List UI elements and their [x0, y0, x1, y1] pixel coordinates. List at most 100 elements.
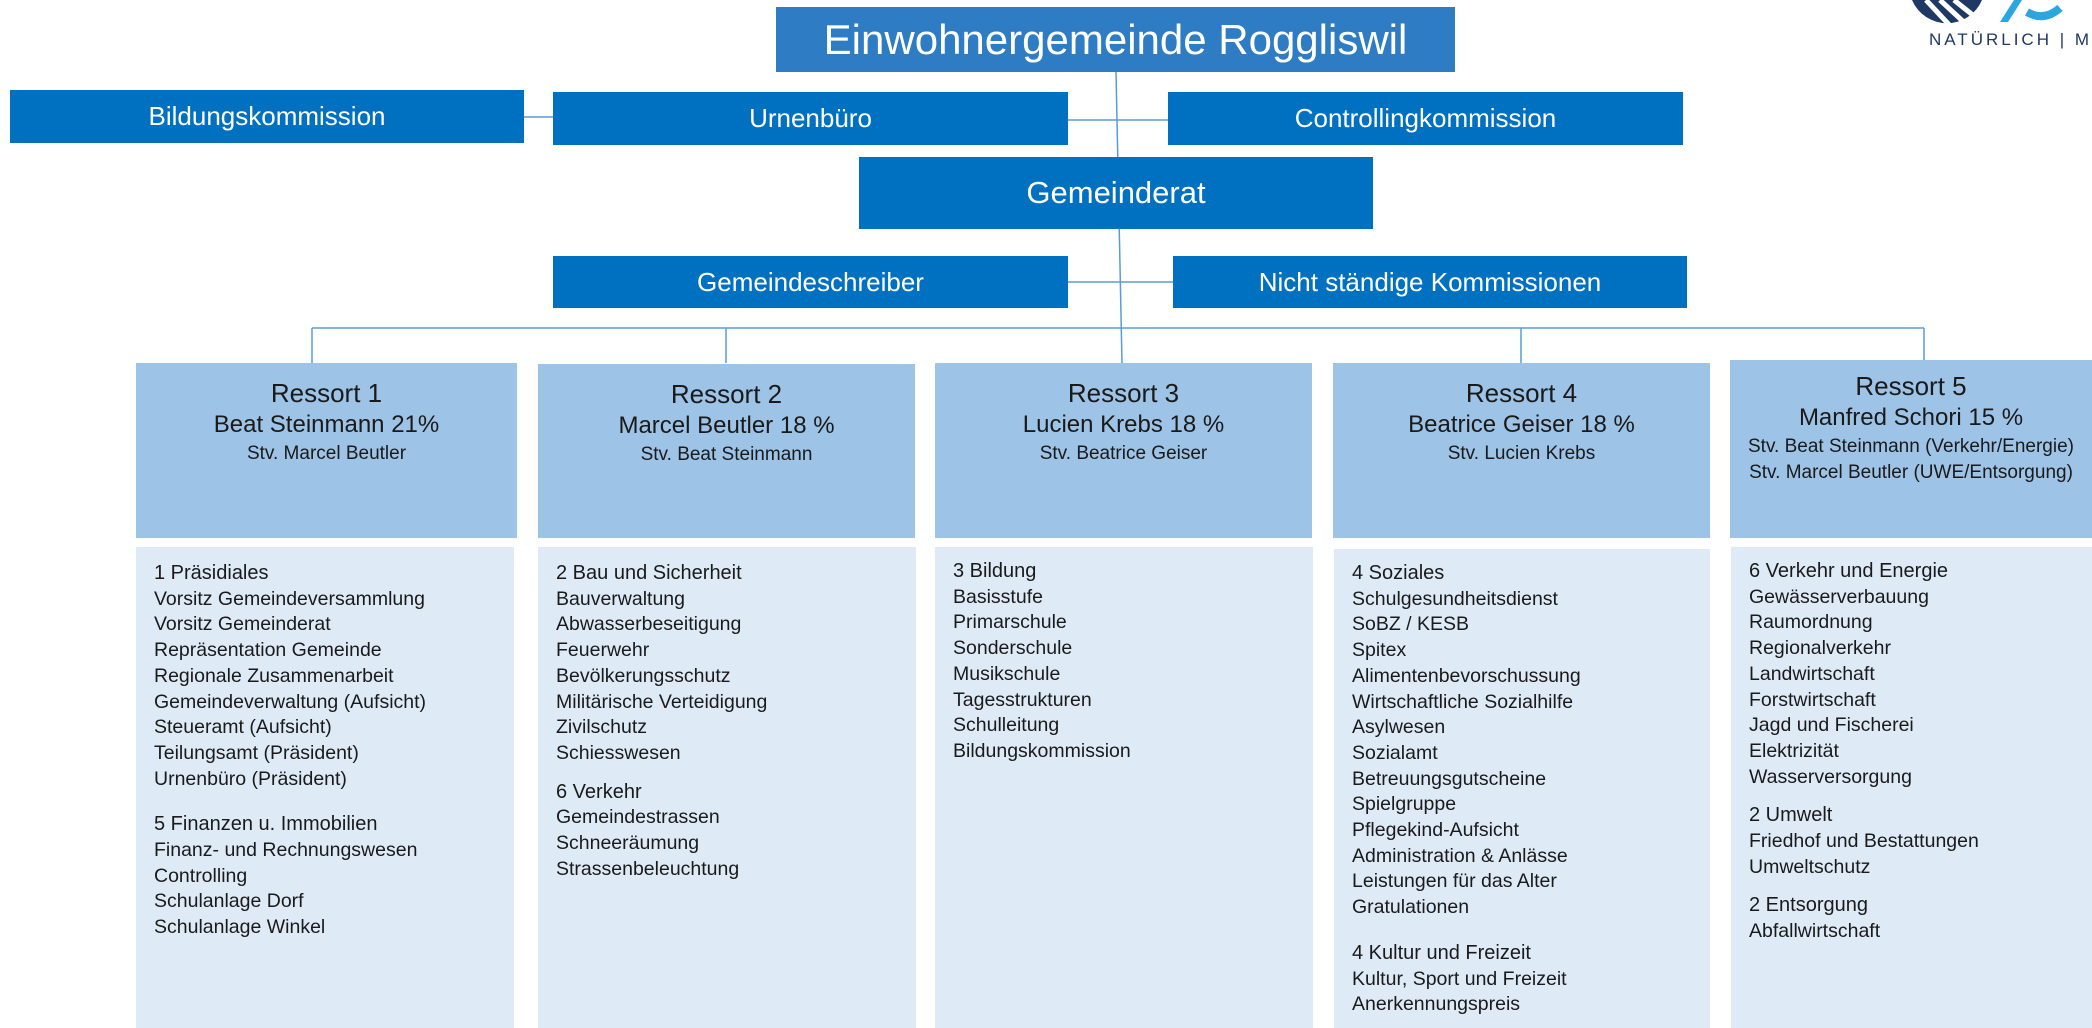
duty-item: Zivilschutz — [556, 716, 648, 739]
duty-item: Betreuungsgutscheine — [1352, 767, 1547, 790]
duty-item: Teilungsamt (Präsident) — [154, 741, 359, 764]
ressort-4-duties: 4 Soziales Schulgesundheitsdienst SoBZ /… — [1334, 549, 1710, 1028]
duty-item: SoBZ / KESB — [1352, 613, 1470, 636]
duty-item: Abfallwirtschaft — [1749, 920, 1881, 943]
nicht-staendige-kommissionen-label: Nicht ständige Kommissionen — [1258, 266, 1602, 297]
ressort-deputy: Stv. Beat Steinmann — [640, 444, 813, 465]
duty-item: Bildungskommission — [953, 739, 1131, 762]
duty-group-heading: 2 Bau und Sicherheit — [556, 562, 742, 584]
duty-item: Gemeindeverwaltung (Aufsicht) — [154, 690, 427, 713]
ressort-deputy: Stv. Beat Steinmann (Verkehr/Energie) — [1748, 436, 2074, 457]
ressort-deputy: Stv. Beatrice Geiser — [1039, 443, 1208, 464]
duty-item: Jagd und Fischerei — [1749, 714, 1914, 737]
ressort-4-header: Ressort 4 Beatrice Geiser 18 % Stv. Luci… — [1333, 363, 1710, 538]
duty-item: Strassenbeleuchtung — [556, 857, 740, 880]
page-title: Einwohnergemeinde Roggliswil — [776, 7, 1455, 72]
ressort-3-header: Ressort 3 Lucien Krebs 18 % Stv. Beatric… — [935, 363, 1312, 538]
gemeinderat-box: Gemeinderat — [859, 157, 1373, 229]
ressort-title: Ressort 5 — [1855, 371, 1967, 401]
duty-item: Musikschule — [953, 662, 1061, 685]
duty-item: Gratulationen — [1352, 896, 1470, 919]
duty-item: Kultur, Sport und Freizeit — [1352, 967, 1567, 990]
duty-group-heading: 3 Bildung — [953, 560, 1037, 582]
duty-group-heading: 5 Finanzen u. Immobilien — [154, 813, 378, 836]
duty-item: Friedhof und Bestattungen — [1749, 830, 1979, 853]
ressort-title: Ressort 3 — [1067, 378, 1180, 408]
duty-group-heading: 2 Umwelt — [1749, 804, 1833, 827]
duty-item: Schiesswesen — [556, 741, 681, 764]
urnenbuero-box: Urnenbüro — [553, 92, 1068, 145]
duty-item: Controlling — [154, 864, 248, 887]
ressort-3-duties: 3 Bildung Basisstufe Primarschule Sonder… — [935, 547, 1313, 1028]
duty-item: Administration & Anlässe — [1352, 844, 1568, 867]
ressort-title: Ressort 2 — [670, 379, 783, 409]
duty-group-heading: 2 Entsorgung — [1749, 894, 1868, 917]
duty-group: 6 Verkehr und Energie Gewässerverbauung … — [1749, 559, 2074, 790]
ressort-1-duties: 1 Präsidiales Vorsitz Gemeindeversammlun… — [136, 547, 514, 1028]
duty-item: Regionalverkehr — [1749, 637, 1891, 660]
duty-item: Bauverwaltung — [556, 587, 685, 610]
duty-item: Gemeindestrassen — [556, 806, 720, 829]
duty-group-heading: 1 Präsidiales — [154, 562, 269, 584]
duty-group: 2 Bau und Sicherheit Bauverwaltung Abwas… — [556, 561, 898, 767]
ressort-head-name: Manfred Schori 15 % — [1798, 404, 2024, 431]
gemeindeschreiber-label: Gemeindeschreiber — [697, 266, 924, 297]
duty-item: Raumordnung — [1749, 611, 1873, 634]
ressort-head-name: Lucien Krebs 18 % — [1022, 411, 1225, 438]
ressort-title: Ressort 1 — [270, 378, 383, 408]
ressort-2-duties: 2 Bau und Sicherheit Bauverwaltung Abwas… — [538, 547, 916, 1028]
duty-group: 3 Bildung Basisstufe Primarschule Sonder… — [953, 559, 1295, 765]
duty-group: 4 Kultur und Freizeit Kultur, Sport und … — [1352, 941, 1692, 1018]
duty-item: Anerkennungspreis — [1352, 993, 1521, 1016]
page-title-text: Einwohnergemeinde Roggliswil — [823, 15, 1408, 63]
duty-group: 2 Entsorgung Abfallwirtschaft — [1749, 893, 2074, 944]
duty-item: Basisstufe — [953, 585, 1043, 608]
duty-group-heading: 4 Soziales — [1352, 562, 1445, 584]
duty-item: Primarschule — [953, 611, 1067, 634]
duty-item: Sonderschule — [953, 637, 1073, 660]
ressort-deputy: Stv. Marcel Beutler — [246, 443, 407, 464]
duty-item: Spielgruppe — [1352, 793, 1457, 816]
ressort-2-header: Ressort 2 Marcel Beutler 18 % Stv. Beat … — [538, 364, 915, 538]
duty-item: Alimentenbevorschussung — [1352, 664, 1581, 687]
ressort-5-header: Ressort 5 Manfred Schori 15 % Stv. Beat … — [1730, 360, 2092, 538]
duty-item: Steueramt (Aufsicht) — [154, 716, 332, 739]
duty-item: Abwasserbeseitigung — [556, 613, 742, 636]
duty-item: Schneeräumung — [556, 832, 700, 855]
duty-item: Feuerwehr — [556, 639, 650, 662]
duty-item: Schulanlage Winkel — [154, 916, 326, 939]
duty-item: Vorsitz Gemeindeversammlung — [154, 587, 425, 610]
ressort-5-duties: 6 Verkehr und Energie Gewässerverbauung … — [1731, 547, 2092, 1028]
duty-item: Umweltschutz — [1749, 855, 1871, 878]
ressort-head-name: Marcel Beutler 18 % — [618, 412, 835, 439]
duty-item: Wirtschaftliche Sozialhilfe — [1352, 690, 1574, 713]
gemeinderat-label: Gemeinderat — [1026, 175, 1206, 210]
duty-item: Bevölkerungsschutz — [556, 664, 731, 687]
bildungskommission-label: Bildungskommission — [148, 101, 386, 131]
ressort-deputy: Stv. Lucien Krebs — [1447, 443, 1596, 464]
ressort-1-header: Ressort 1 Beat Steinmann 21% Stv. Marcel… — [136, 363, 517, 538]
controllingkommission-label: Controllingkommission — [1294, 103, 1557, 133]
duty-item: Forstwirtschaft — [1749, 688, 1876, 711]
duty-item: Regionale Zusammenarbeit — [154, 664, 394, 687]
ressort-title: Ressort 4 — [1465, 378, 1578, 408]
duty-item: Militärische Verteidigung — [556, 690, 768, 713]
municipality-logo: NATÜRLICH | M — [1822, 0, 2092, 60]
duty-item: Finanz- und Rechnungswesen — [154, 839, 418, 862]
ressort-head-name: Beatrice Geiser 18 % — [1408, 411, 1635, 438]
duty-item: Schulanlage Dorf — [154, 890, 304, 913]
duty-group-heading: 6 Verkehr und Energie — [1749, 560, 1949, 582]
duty-item: Schulleitung — [953, 714, 1060, 737]
duty-item: Repräsentation Gemeinde — [154, 639, 382, 662]
nicht-staendige-kommissionen-box: Nicht ständige Kommissionen — [1173, 256, 1687, 308]
duty-item: Wasserversorgung — [1749, 765, 1912, 788]
duty-item: Tagesstrukturen — [953, 688, 1092, 711]
duty-item: Vorsitz Gemeinderat — [154, 613, 331, 636]
duty-item: Leistungen für das Alter — [1352, 870, 1557, 893]
duty-group-heading: 4 Kultur und Freizeit — [1352, 941, 1531, 964]
duty-group: 5 Finanzen u. Immobilien Finanz- und Rec… — [154, 812, 496, 941]
logo-tagline: NATÜRLICH | M — [1928, 30, 2092, 49]
logo-emblem-icon — [1912, 0, 2063, 32]
urnenbuero-label: Urnenbüro — [749, 103, 872, 133]
duty-item: Pflegekind-Aufsicht — [1352, 819, 1519, 842]
